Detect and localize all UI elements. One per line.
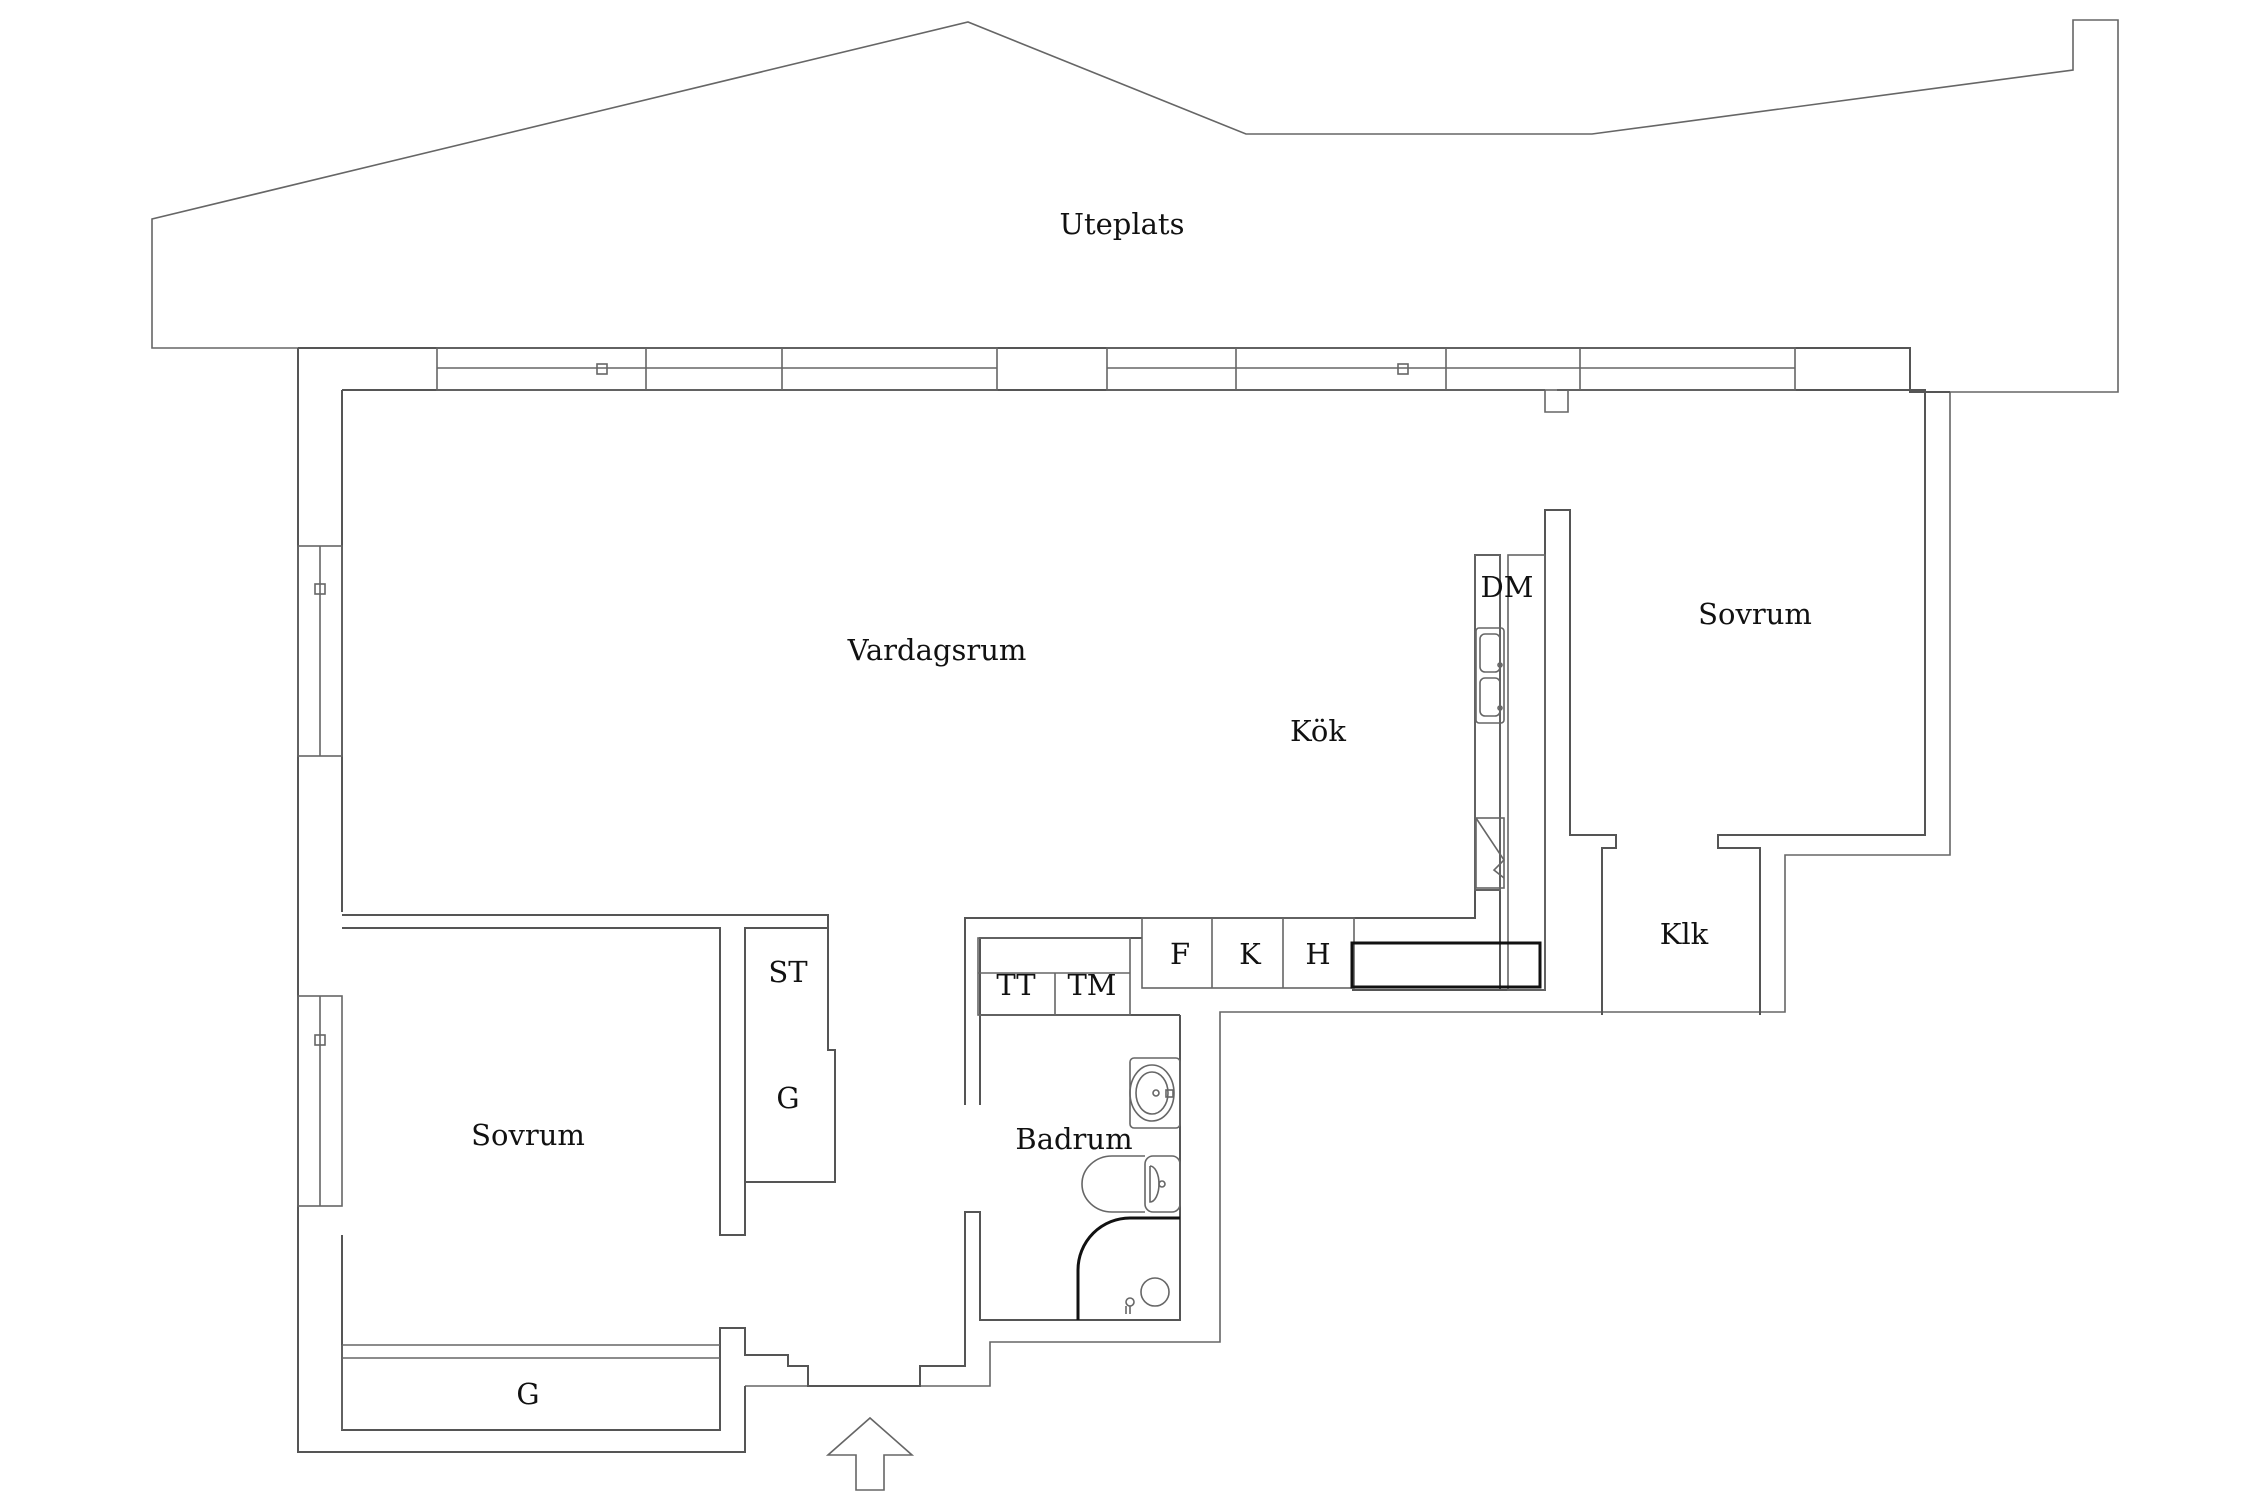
label-g-wardrobe: G: [516, 1377, 539, 1411]
label-f: F: [1170, 937, 1190, 971]
kitchen-counter: [977, 554, 1546, 1016]
label-klk: Klk: [1660, 917, 1709, 951]
label-kok: Kök: [1290, 714, 1346, 748]
label-sovrum-left: Sovrum: [471, 1118, 585, 1152]
entrance-arrow-icon[interactable]: [825, 1416, 915, 1491]
kitchen-sink-icon: [1475, 627, 1505, 724]
label-tt: TT: [996, 968, 1036, 1002]
label-tm: TM: [1067, 968, 1116, 1002]
north-windows: [436, 347, 1796, 413]
shower-icon: [1076, 1216, 1180, 1320]
label-k: K: [1239, 937, 1262, 971]
label-g-closet: G: [776, 1081, 799, 1115]
label-h: H: [1305, 937, 1330, 971]
west-windows: [297, 545, 343, 1207]
label-sovrum-right: Sovrum: [1698, 597, 1812, 631]
label-dm: DM: [1481, 570, 1534, 604]
label-badrum: Badrum: [1015, 1122, 1132, 1156]
label-st: ST: [768, 955, 808, 989]
label-uteplats: Uteplats: [1060, 207, 1185, 241]
dishwasher-icon: [1475, 817, 1506, 889]
label-vardagsrum: Vardagsrum: [847, 633, 1027, 667]
outer-wall: [297, 347, 1950, 1453]
terrace-outline: [151, 19, 2119, 1387]
sink-icon: [1129, 1057, 1181, 1129]
toilet-icon: [1081, 1155, 1181, 1213]
